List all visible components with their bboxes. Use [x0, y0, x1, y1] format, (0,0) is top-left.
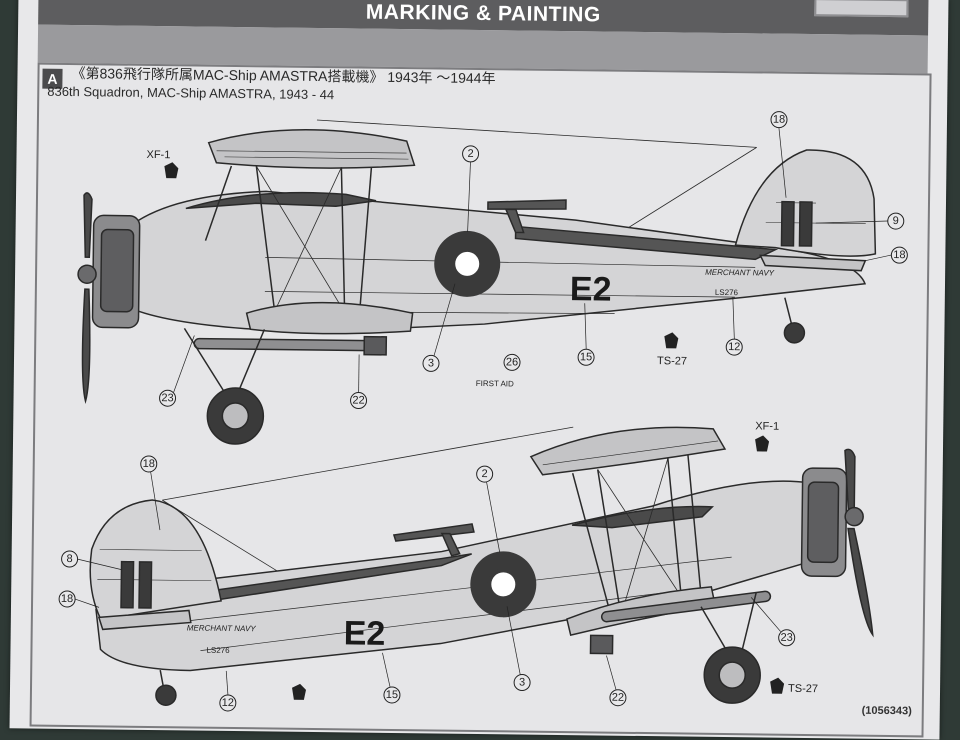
svg-text:22: 22 [612, 692, 624, 704]
first-aid-label: FIRST AID [476, 379, 514, 388]
paint-code-xf1-top: XF-1 [146, 149, 170, 161]
paint-code-xf1-bottom: XF-1 [755, 420, 779, 432]
svg-text:23: 23 [161, 392, 173, 404]
aircraft-code-bottom: E2 [343, 614, 385, 653]
svg-text:2: 2 [482, 468, 488, 480]
merchant-navy-bottom: MERCHANT NAVY [187, 623, 257, 633]
svg-text:18: 18 [893, 249, 905, 261]
svg-text:2: 2 [467, 148, 473, 160]
callout-12-bottom: 12 [220, 671, 236, 711]
svg-text:12: 12 [728, 341, 740, 353]
callout-2-bottom: 2 [476, 466, 501, 552]
callout-23-top: 23 [159, 335, 194, 406]
svg-text:18: 18 [143, 458, 155, 470]
instruction-sheet: MARKING & PAINTING A 《第836飛行隊所属MAC-Ship … [10, 0, 949, 740]
callout-22-top: 22 [350, 354, 367, 408]
svg-text:15: 15 [580, 351, 592, 363]
paint-code-ts27-bottom: TS-27 [788, 683, 818, 695]
svg-text:3: 3 [519, 677, 525, 689]
paint-marker-under-bottom [292, 684, 306, 700]
paint-code-ts27-top: TS-27 [657, 355, 687, 367]
aircraft-code-top: E2 [570, 270, 612, 309]
paint-marker-xf1-top [164, 162, 178, 178]
callout-15-bottom: 15 [382, 653, 401, 703]
svg-text:23: 23 [780, 632, 792, 644]
svg-text:22: 22 [352, 394, 364, 406]
svg-text:18: 18 [61, 593, 73, 605]
merchant-navy-top: MERCHANT NAVY [705, 268, 775, 278]
svg-text:9: 9 [893, 215, 899, 227]
callout-26-top: 26 [504, 354, 520, 370]
serial-bottom: LS276 [206, 646, 230, 655]
svg-text:15: 15 [386, 689, 398, 701]
callout-23-bottom: 23 [751, 597, 796, 646]
svg-text:18: 18 [773, 114, 785, 126]
svg-text:8: 8 [66, 553, 72, 565]
callout-22-bottom: 22 [606, 656, 627, 706]
aircraft-profiles: E2 MERCHANT NAVY LS276 FIRST AID XF-1 TS… [10, 0, 949, 740]
paint-marker-ts27-top [664, 332, 678, 348]
svg-text:12: 12 [222, 697, 234, 709]
callout-12-top: 12 [726, 297, 743, 355]
serial-top: LS276 [715, 288, 739, 297]
svg-text:26: 26 [506, 356, 518, 368]
paint-marker-xf1-bottom [755, 435, 769, 451]
paint-marker-ts27-bottom [770, 678, 784, 694]
svg-text:3: 3 [428, 357, 434, 369]
